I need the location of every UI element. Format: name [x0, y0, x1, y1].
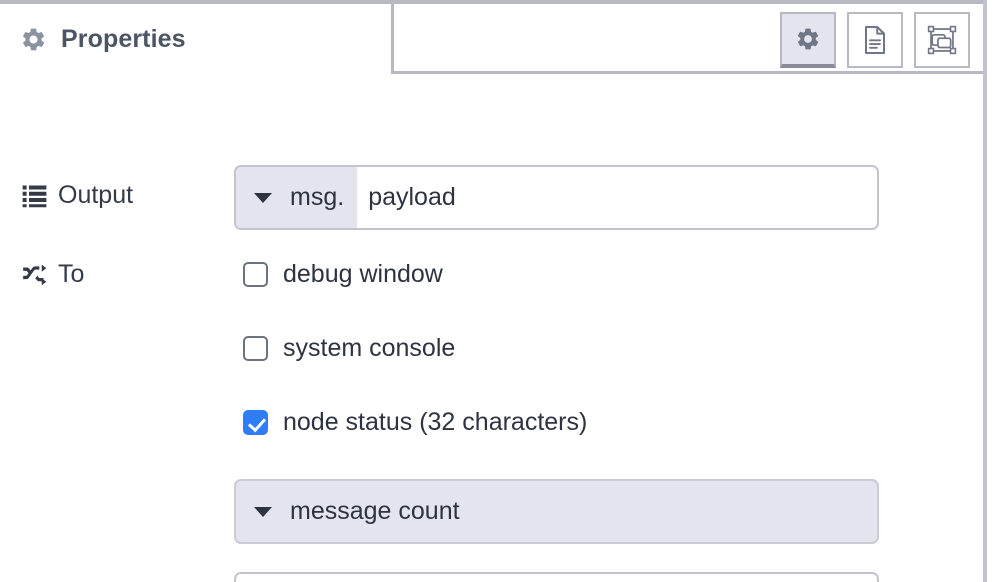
checkbox-system-console-box[interactable]: [243, 336, 268, 361]
to-row-label: To: [22, 260, 84, 289]
output-label-text: Output: [58, 181, 134, 209]
panel-toolbar: [780, 12, 970, 68]
checkbox-system-console-label: system console: [283, 334, 456, 362]
gear-icon: [20, 26, 47, 53]
checkbox-node-status-label: node status (32 characters): [283, 408, 588, 436]
name-input[interactable]: debug 17: [234, 572, 879, 582]
output-typed-input[interactable]: msg. payload: [234, 165, 879, 230]
node-appearance-icon: [927, 25, 957, 55]
document-icon: [862, 25, 888, 55]
panel-resize-handle[interactable]: [983, 0, 987, 582]
checkbox-debug-window[interactable]: debug window: [243, 260, 443, 289]
properties-tab-button[interactable]: [780, 12, 836, 68]
node-status-type-value: message count: [290, 497, 460, 525]
gear-icon: [795, 26, 821, 52]
flow-canvas-background: [987, 0, 998, 582]
shuffle-icon: [22, 264, 47, 286]
appearance-tab-button[interactable]: [914, 12, 970, 68]
checkbox-debug-window-label: debug window: [283, 260, 443, 288]
panel-tabbar: Properties: [0, 0, 983, 74]
to-label-text: To: [58, 260, 85, 288]
description-tab-button[interactable]: [847, 12, 903, 68]
tabbar-underline: [393, 71, 983, 74]
output-type-selector[interactable]: msg.: [236, 167, 358, 228]
list-icon: [22, 183, 47, 208]
checkbox-system-console[interactable]: system console: [243, 334, 455, 363]
tab-properties-label: Properties: [61, 24, 186, 53]
output-type-label: msg.: [290, 183, 345, 211]
chevron-down-icon: [254, 506, 272, 517]
output-row-label: Output: [22, 181, 133, 210]
node-status-type-select[interactable]: message count: [234, 479, 879, 544]
checkbox-node-status-box[interactable]: [243, 410, 268, 435]
checkbox-debug-window-box[interactable]: [243, 262, 268, 287]
chevron-down-icon: [254, 192, 272, 203]
checkbox-node-status[interactable]: node status (32 characters): [243, 408, 587, 437]
tab-properties[interactable]: Properties: [0, 4, 394, 74]
output-property-input[interactable]: payload: [368, 183, 456, 211]
